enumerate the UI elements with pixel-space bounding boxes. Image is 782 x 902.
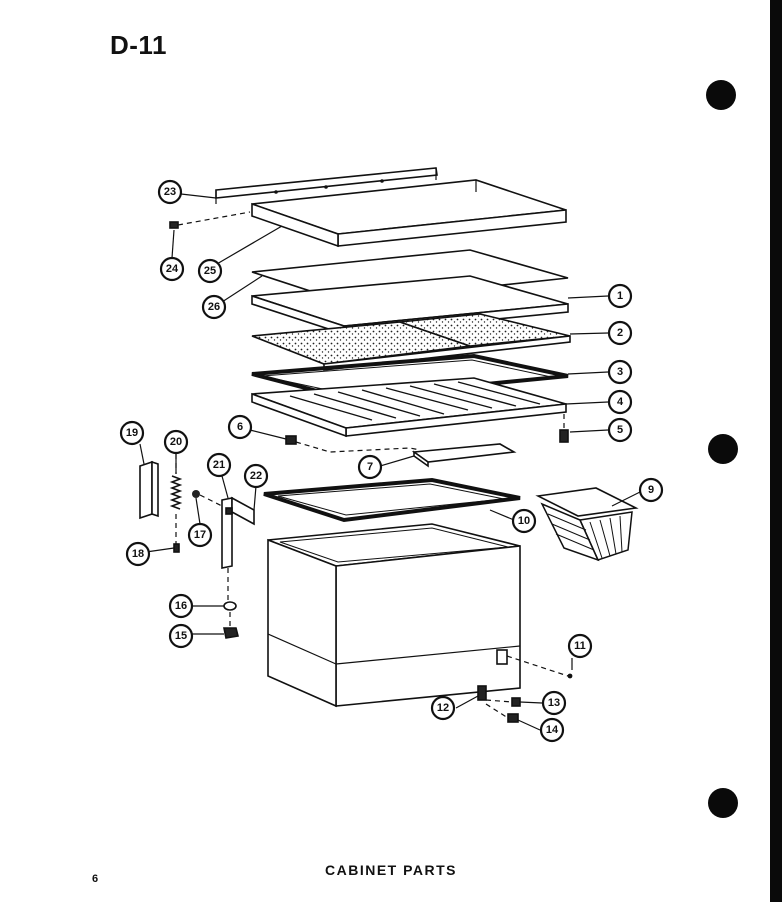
callout-7: 7 [357,454,383,480]
svg-text:20: 20 [170,436,182,448]
part-bracket [477,685,513,719]
callout-9: 9 [638,477,664,503]
part-screw-6 [285,435,421,453]
svg-text:21: 21 [213,459,225,471]
part-hinge-plate [139,460,159,520]
callout-6: 6 [227,414,253,440]
callout-23: 23 [157,179,183,205]
part-lid-frame [251,179,567,248]
callout-10: 10 [511,508,537,534]
part-washer [223,601,237,626]
scan-edge-bar [770,0,782,902]
callout-11: 11 [567,633,593,659]
callout-17: 17 [187,522,213,548]
callout-25: 25 [197,258,223,284]
callout-16: 16 [168,593,194,619]
binder-hole-top [706,80,736,110]
figure-caption: CABINET PARTS [324,862,458,878]
svg-text:6: 6 [237,421,243,433]
svg-text:24: 24 [166,263,179,275]
callout-24: 24 [159,256,185,282]
callout-22: 22 [243,463,269,489]
svg-text:1: 1 [617,290,623,302]
svg-text:25: 25 [204,265,216,277]
part-hinge-rail [215,167,438,204]
svg-text:7: 7 [367,461,373,473]
callout-21: 21 [206,452,232,478]
svg-text:4: 4 [617,396,624,408]
svg-text:10: 10 [518,515,530,527]
svg-text:2: 2 [617,327,623,339]
svg-text:5: 5 [617,424,623,436]
part-hinge-assembly [192,490,255,600]
part-grille-tray [251,377,567,438]
svg-text:9: 9 [648,484,654,496]
part-pin [173,543,180,553]
part-nut [223,627,239,639]
callout-13: 13 [541,690,567,716]
callout-26: 26 [201,294,227,320]
callout-1: 1 [607,283,633,309]
svg-text:3: 3 [617,366,623,378]
callout-3: 3 [607,359,633,385]
callout-5: 5 [607,417,633,443]
leader-lines [139,193,641,731]
callout-14: 14 [539,717,565,743]
binder-hole-middle [708,434,738,464]
part-wire-basket [535,487,639,562]
svg-text:14: 14 [546,724,559,736]
part-fastener-11 [567,673,573,679]
svg-text:12: 12 [437,702,449,714]
callout-12: 12 [430,695,456,721]
part-screw-5 [559,414,569,443]
callout-4: 4 [607,389,633,415]
svg-text:15: 15 [175,630,187,642]
callout-19: 19 [119,420,145,446]
part-screw-24 [169,211,251,229]
page-title: D-11 [110,30,167,60]
svg-text:13: 13 [548,697,560,709]
svg-text:11: 11 [574,640,586,652]
svg-text:23: 23 [164,186,176,198]
callout-18: 18 [125,541,151,567]
svg-text:18: 18 [132,548,144,560]
svg-text:26: 26 [208,301,220,313]
part-handle [411,443,517,468]
part-cabinet-body [267,523,569,708]
binder-hole-bottom [708,788,738,818]
page-number: 6 [92,873,99,885]
svg-text:16: 16 [175,600,187,612]
part-bolt [507,713,519,723]
callout-20: 20 [163,429,189,455]
svg-text:17: 17 [194,529,206,541]
part-cabinet-gasket [263,477,521,523]
callout-15: 15 [168,623,194,649]
svg-text:22: 22 [250,470,262,482]
part-clip [511,697,521,707]
svg-text:19: 19 [126,427,138,439]
callout-2: 2 [607,320,633,346]
